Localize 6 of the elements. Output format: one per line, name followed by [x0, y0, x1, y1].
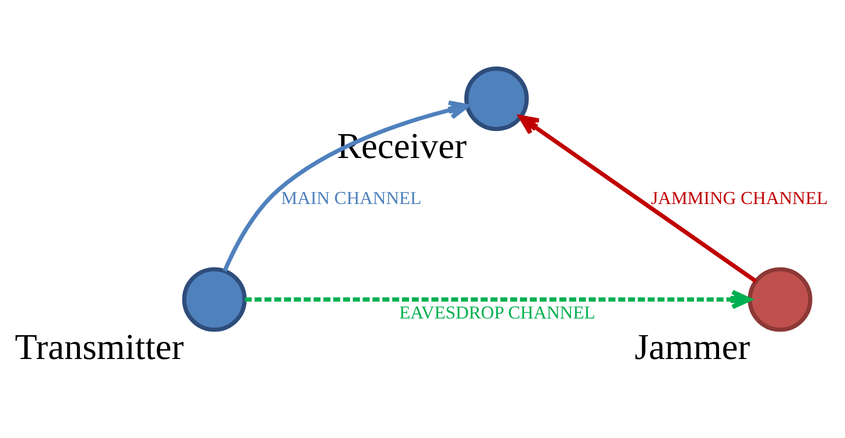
node-label: Jammer — [634, 325, 750, 366]
node-label: Transmitter — [14, 325, 184, 366]
edge-label: MAIN CHANNEL — [281, 187, 422, 208]
edge-label: EAVESDROP CHANNEL — [399, 302, 596, 322]
edge-label: JAMMING CHANNEL — [650, 187, 828, 208]
node-label: Receiver — [336, 124, 467, 166]
